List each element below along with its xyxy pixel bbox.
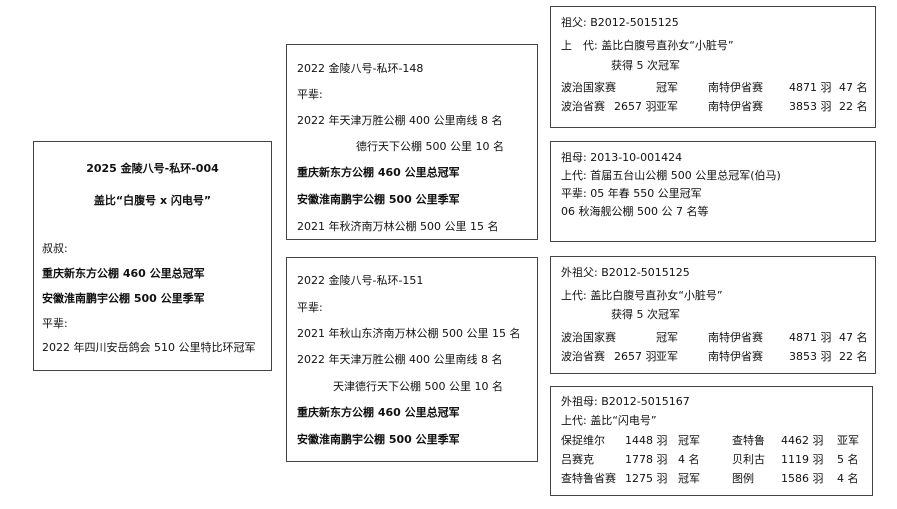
uncle-result: 安徽淮南鹏宇公棚 500 公里季军: [42, 292, 205, 305]
pgf-race-row: 波治省赛 2657 羽 亚军 南特伊省赛 3853 羽 22 名: [561, 100, 868, 113]
peer-label: 平辈:: [297, 301, 323, 314]
subject-id: 2025 金陵八号-私环-004: [86, 162, 219, 175]
pgm-title: 祖母: 2013-10-001424: [561, 151, 683, 164]
father-result: 2021 年秋济南万林公棚 500 公里 15 名: [297, 220, 499, 233]
pgf-lineage: 上 代: 盖比白腹号直孙女“小脏号”: [561, 39, 734, 52]
mgm-race-row: 查特鲁省赛 1275 羽 冠军 图例 1586 羽 4 名: [561, 472, 859, 485]
father-result: 2022 年天津万胜公棚 400 公里南线 8 名: [297, 114, 503, 127]
pgm-line: 平辈: 05 年春 550 公里冠军: [561, 187, 702, 200]
father-card: 2022 金陵八号-私环-148 平辈: 2022 年天津万胜公棚 400 公里…: [286, 44, 538, 240]
maternal-grandfather-card: 外祖父: B2012-5015125 上代: 盖比白腹号直孙女“小脏号” 获得 …: [550, 256, 876, 374]
peer-label: 平辈:: [42, 317, 68, 330]
peer-label: 平辈:: [297, 88, 323, 101]
subject-card: 2025 金陵八号-私环-004 盖比“白腹号 x 闪电号” 叔叔: 重庆新东方…: [33, 141, 272, 371]
paternal-grandfather-card: 祖父: B2012-5015125 上 代: 盖比白腹号直孙女“小脏号” 获得 …: [550, 6, 876, 128]
mother-result: 2022 年天津万胜公棚 400 公里南线 8 名: [297, 353, 503, 366]
subject-name: 盖比“白腹号 x 闪电号”: [93, 194, 212, 207]
pgm-line: 06 秋海舰公棚 500 公 7 名等: [561, 205, 709, 218]
father-result: 德行天下公棚 500 公里 10 名: [356, 140, 504, 153]
pgf-achievement: 获得 5 次冠军: [611, 59, 680, 72]
mgm-lineage: 上代: 盖比“闪电号”: [561, 414, 657, 427]
father-id: 2022 金陵八号-私环-148: [297, 62, 424, 75]
mother-result: 天津德行天下公棚 500 公里 10 名: [333, 380, 503, 393]
peer-result: 2022 年四川安岳鸽会 510 公里特比环冠军: [42, 341, 256, 354]
mother-id: 2022 金陵八号-私环-151: [297, 274, 424, 287]
mgm-race-row: 保捉维尔 1448 羽 冠军 查特鲁 4462 羽 亚军: [561, 434, 859, 447]
mother-result: 安徽淮南鹏宇公棚 500 公里季军: [297, 433, 460, 446]
mgf-achievement: 获得 5 次冠军: [611, 308, 680, 321]
mgf-race-row: 波治省赛 2657 羽 亚军 南特伊省赛 3853 羽 22 名: [561, 350, 868, 363]
pgf-race-row: 波治国家赛 冠军 南特伊省赛 4871 羽 47 名: [561, 81, 868, 94]
mother-result: 重庆新东方公棚 460 公里总冠军: [297, 406, 460, 419]
mgm-title: 外祖母: B2012-5015167: [561, 395, 690, 408]
uncle-label: 叔叔:: [42, 242, 68, 255]
maternal-grandmother-card: 外祖母: B2012-5015167 上代: 盖比“闪电号” 保捉维尔 1448…: [550, 386, 873, 496]
mgf-lineage: 上代: 盖比白腹号直孙女“小脏号”: [561, 289, 723, 302]
mother-card: 2022 金陵八号-私环-151 平辈: 2021 年秋山东济南万林公棚 500…: [286, 257, 538, 462]
uncle-result: 重庆新东方公棚 460 公里总冠军: [42, 267, 205, 280]
mother-result: 2021 年秋山东济南万林公棚 500 公里 15 名: [297, 327, 521, 340]
pgf-title: 祖父: B2012-5015125: [561, 16, 679, 29]
paternal-grandmother-card: 祖母: 2013-10-001424 上代: 首届五台山公棚 500 公里总冠军…: [550, 141, 876, 242]
pgm-line: 上代: 首届五台山公棚 500 公里总冠军(伯马): [561, 169, 781, 182]
mgf-title: 外祖父: B2012-5015125: [561, 266, 690, 279]
mgm-race-row: 吕赛克 1778 羽 4 名 贝利古 1119 羽 5 名: [561, 453, 859, 466]
mgf-race-row: 波治国家赛 冠军 南特伊省赛 4871 羽 47 名: [561, 331, 868, 344]
father-result: 重庆新东方公棚 460 公里总冠军: [297, 166, 460, 179]
father-result: 安徽淮南鹏宇公棚 500 公里季军: [297, 193, 460, 206]
